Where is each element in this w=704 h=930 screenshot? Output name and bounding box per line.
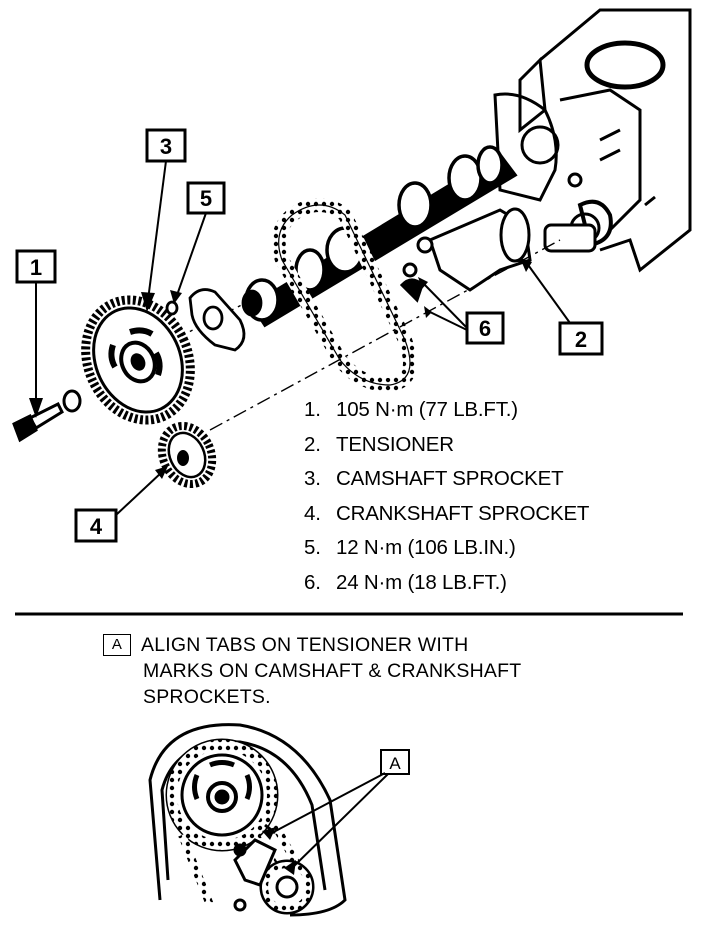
- svg-text:6: 6: [479, 316, 491, 341]
- parts-legend: 1.105 N·m (77 LB.FT.) 2.TENSIONER 3.CAMS…: [304, 398, 589, 605]
- legend-item: 5.12 N·m (106 LB.IN.): [304, 536, 516, 559]
- detail-view: [148, 723, 347, 917]
- note-line-2: MARKS ON CAMSHAFT & CRANKSHAFT: [143, 660, 522, 682]
- note-badge: A: [103, 634, 131, 656]
- legend-item: 1.105 N·m (77 LB.FT.): [304, 398, 518, 421]
- bolt: [12, 389, 82, 443]
- svg-text:A: A: [389, 754, 401, 773]
- crankshaft-sprocket: [157, 421, 217, 489]
- tensioner-assembly: [399, 207, 597, 303]
- callout-3: 3: [141, 128, 187, 312]
- svg-text:3: 3: [160, 134, 172, 159]
- cam-centerline: [124, 297, 256, 366]
- camshaft-sprocket: [81, 295, 195, 425]
- svg-text:5: 5: [200, 186, 212, 211]
- callout-6: 6: [418, 277, 505, 345]
- callout-1: 1: [15, 249, 57, 418]
- callout-5: 5: [170, 181, 226, 304]
- svg-text:4: 4: [90, 514, 103, 539]
- legend-item: 6.24 N·m (18 LB.FT.): [304, 570, 507, 594]
- cam-bolt-and-gasket: [165, 288, 263, 352]
- note-line-1: ALIGN TABS ON TENSIONER WITH: [141, 634, 469, 656]
- legend-item: 2.TENSIONER: [304, 432, 454, 456]
- svg-text:2: 2: [575, 327, 587, 352]
- alignment-note: A ALIGN TABS ON TENSIONER WITH MARKS ON C…: [103, 632, 521, 710]
- engine-block: [493, 8, 692, 273]
- callout-2: 2: [520, 258, 604, 356]
- callout-4: 4: [74, 466, 168, 543]
- legend-item: 4.CRANKSHAFT SPROCKET: [304, 501, 590, 525]
- crank-centerline: [209, 239, 561, 431]
- note-line-3: SPROCKETS.: [143, 686, 271, 708]
- callout-A-detail: A: [262, 749, 410, 875]
- svg-text:1: 1: [30, 255, 42, 280]
- legend-item: 3.CAMSHAFT SPROCKET: [304, 467, 564, 490]
